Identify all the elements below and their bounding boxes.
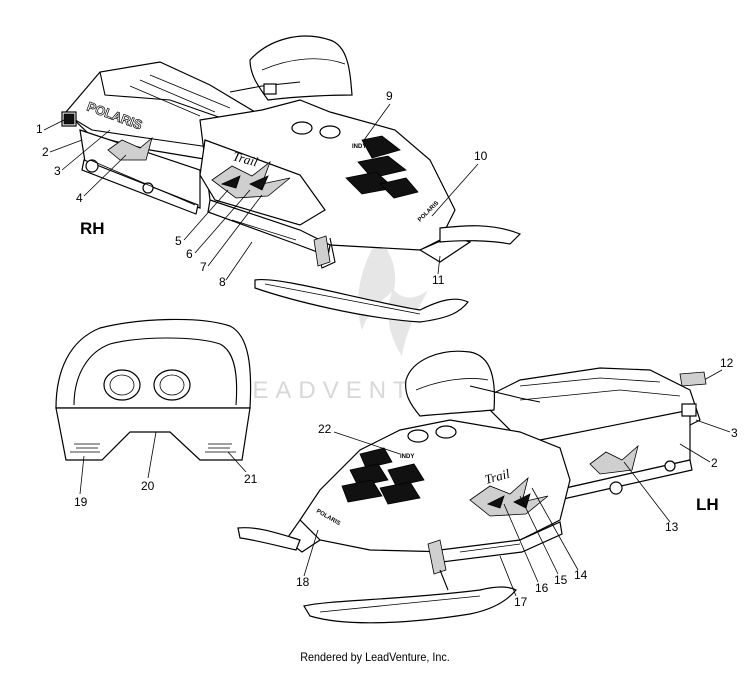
callout-11[interactable]: 11	[432, 273, 445, 287]
footer-credit: Rendered by LeadVenture, Inc.	[300, 650, 450, 664]
callout-3[interactable]: 3	[54, 164, 61, 178]
callout-8[interactable]: 8	[219, 275, 226, 289]
callout-2[interactable]: 2	[42, 145, 49, 159]
callout-21[interactable]: 21	[244, 472, 258, 486]
indy-decal-rh: INDY	[352, 144, 366, 150]
callout-1[interactable]: 1	[36, 122, 43, 136]
lh-callouts: 12 3 2 13 14 15 16 17 18 22	[296, 356, 738, 609]
callout-9[interactable]: 9	[386, 89, 393, 103]
callout-18[interactable]: 18	[296, 575, 310, 589]
snowmobile-rh: Trail INDY POLARIS POLARIS	[61, 35, 522, 323]
dash-panel	[55, 318, 252, 461]
snowmobile-lh: POLARIS INDY POLARIS Trail	[237, 350, 701, 624]
callout-20[interactable]: 20	[141, 479, 155, 493]
callout-14[interactable]: 14	[574, 568, 588, 582]
callout-22[interactable]: 22	[318, 422, 332, 436]
callout-2-lh[interactable]: 2	[711, 456, 718, 470]
callout-17[interactable]: 17	[514, 595, 528, 609]
callout-10[interactable]: 10	[474, 149, 488, 163]
callout-4[interactable]: 4	[76, 191, 83, 205]
lh-label: LH	[696, 495, 719, 514]
model-decal-rh: Trail	[231, 148, 260, 169]
callout-5[interactable]: 5	[175, 234, 182, 248]
callout-6[interactable]: 6	[186, 247, 193, 261]
callout-16[interactable]: 16	[535, 581, 549, 595]
rh-label: RH	[80, 219, 105, 238]
model-decal-lh: Trail	[483, 466, 512, 487]
callout-7[interactable]: 7	[200, 260, 207, 274]
indy-decal-lh: INDY	[400, 454, 414, 460]
rh-callouts: 1 2 3 4 5 6 7 8 9 10 11	[36, 89, 488, 289]
callout-19[interactable]: 19	[74, 495, 88, 509]
callout-15[interactable]: 15	[554, 573, 568, 587]
callout-13[interactable]: 13	[665, 520, 679, 534]
callout-12[interactable]: 12	[720, 356, 734, 370]
dash-callouts: 19 20 21	[74, 431, 258, 509]
callout-3-lh[interactable]: 3	[731, 426, 738, 440]
